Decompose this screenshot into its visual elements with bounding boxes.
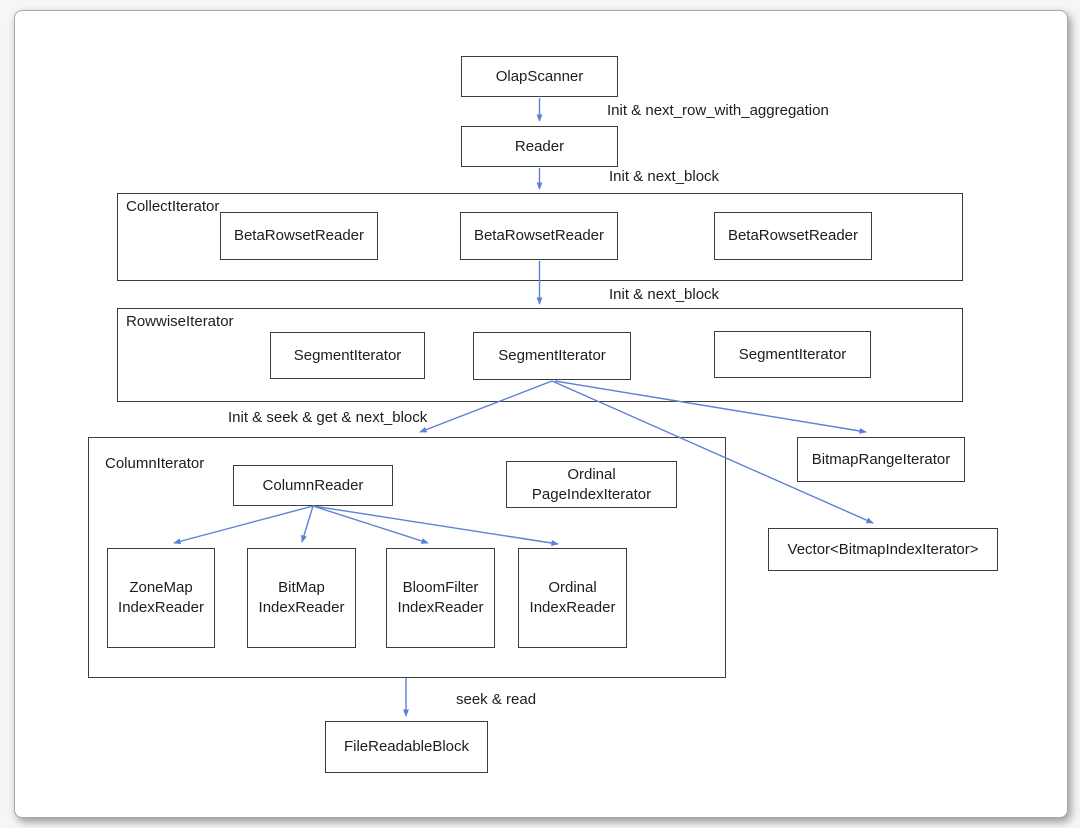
node-bitmap-index-reader: BitMap IndexReader xyxy=(247,548,356,648)
node-bitmap-range-iterator: BitmapRangeIterator xyxy=(797,437,965,482)
node-column-reader: ColumnReader xyxy=(233,465,393,506)
node-beta-rowset-reader-1: BetaRowsetReader xyxy=(220,212,378,260)
node-ordinal-page-index-iterator-line2: PageIndexIterator xyxy=(531,485,652,503)
node-ordinal-index-reader-line2: IndexReader xyxy=(529,599,616,616)
edge-label-init-next-row-with-aggregation: Init & next_row_with_aggregation xyxy=(607,102,829,119)
container-label-column-iterator: ColumnIterator xyxy=(105,455,205,472)
edge-label-seek-read: seek & read xyxy=(456,691,537,708)
node-bloomfilter-index-reader: BloomFilter IndexReader xyxy=(386,548,495,648)
node-segment-iterator-3: SegmentIterator xyxy=(714,331,871,378)
node-reader: Reader xyxy=(461,126,618,167)
node-zonemap-index-reader: ZoneMap IndexReader xyxy=(107,548,215,648)
node-olap-scanner: OlapScanner xyxy=(461,56,618,97)
edge-label-init-next-block-rowset: Init & next_block xyxy=(609,286,720,303)
node-file-readable-block: FileReadableBlock xyxy=(325,721,488,773)
node-bitmap-index-reader-line2: IndexReader xyxy=(258,599,345,616)
node-bloomfilter-index-reader-line1: BloomFilter xyxy=(402,579,479,597)
container-label-rowwise-iterator: RowwiseIterator xyxy=(126,313,234,330)
node-vector-bitmap-index-iterator: Vector<BitmapIndexIterator> xyxy=(768,528,998,571)
container-label-collect-iterator: CollectIterator xyxy=(126,198,220,215)
node-ordinal-page-index-iterator-line1: Ordinal xyxy=(567,465,616,483)
node-ordinal-index-reader-line1: Ordinal xyxy=(548,579,597,597)
node-beta-rowset-reader-3: BetaRowsetReader xyxy=(714,212,872,260)
edge-label-init-seek-get-next-block: Init & seek & get & next_block xyxy=(228,409,428,426)
node-ordinal-index-reader: Ordinal IndexReader xyxy=(518,548,627,648)
node-segment-iterator-1: SegmentIterator xyxy=(270,332,425,379)
node-bloomfilter-index-reader-line2: IndexReader xyxy=(397,599,484,616)
node-bitmap-index-reader-line1: BitMap xyxy=(278,579,325,597)
node-zonemap-index-reader-line1: ZoneMap xyxy=(129,579,193,597)
edge-label-init-next-block-reader: Init & next_block xyxy=(609,168,720,185)
container-column-iterator xyxy=(88,437,726,678)
node-segment-iterator-2: SegmentIterator xyxy=(473,332,631,380)
node-beta-rowset-reader-2: BetaRowsetReader xyxy=(460,212,618,260)
node-ordinal-page-index-iterator: Ordinal PageIndexIterator xyxy=(506,461,677,508)
node-zonemap-index-reader-line2: IndexReader xyxy=(118,599,204,616)
